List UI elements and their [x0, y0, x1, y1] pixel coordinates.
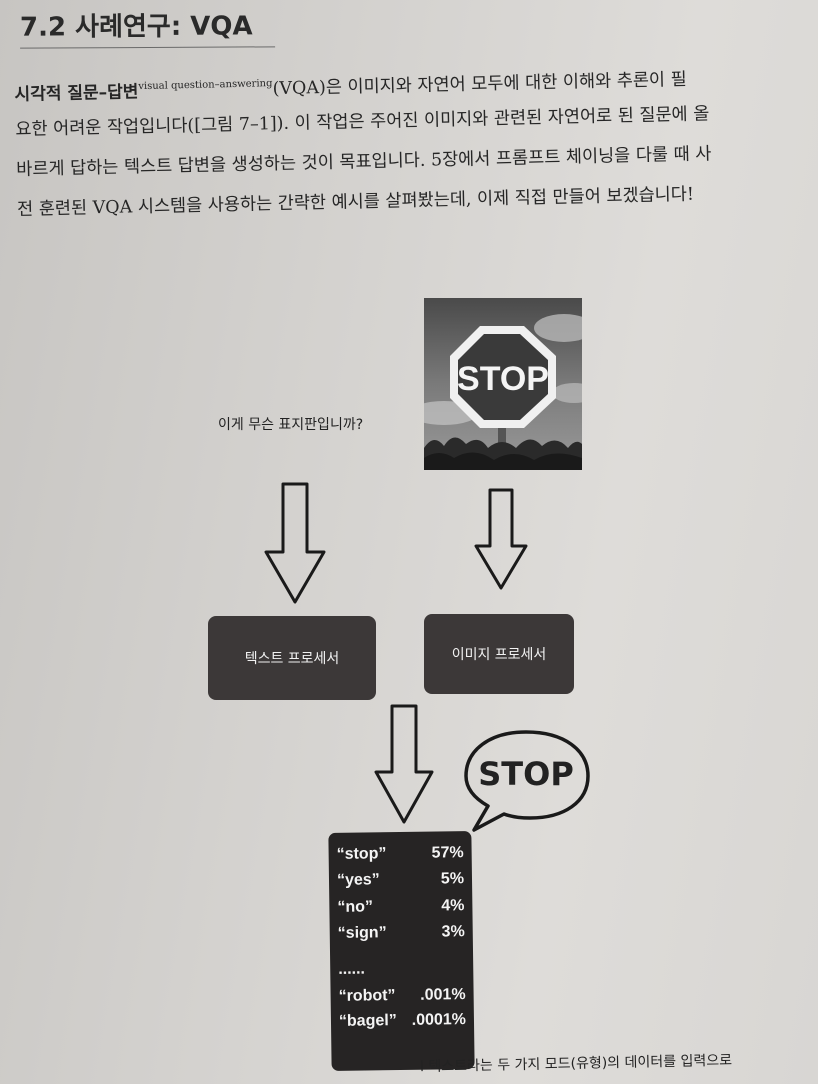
question-text: 이게 무슨 표지판입니까? — [218, 417, 364, 433]
result-value: .0001% — [411, 1011, 467, 1029]
result-value: .001% — [420, 986, 466, 1004]
bottom-text-fragment: l 텍스트라는 두 가지 모드(유형)의 데이터를 입력으로 — [419, 1052, 733, 1076]
result-value: 57% — [431, 844, 464, 862]
text-processor-box: 텍스트 프로세서 — [208, 616, 376, 700]
image-processor-box: 이미지 프로세서 — [424, 614, 574, 694]
result-row: “no” 4% — [337, 897, 464, 919]
result-label: “sign” — [337, 924, 387, 942]
section-title: 7.2 사례연구: VQA — [19, 5, 276, 49]
speech-bubble-text: STOP — [478, 755, 574, 793]
result-value: 3% — [441, 923, 465, 941]
result-ellipsis: ...... — [338, 960, 366, 978]
result-label: “yes” — [336, 871, 380, 889]
line1-rest: (VQA)은 이미지와 자연어 모두에 대한 이해와 추론이 필 — [272, 69, 687, 100]
stop-sign-photo: STOP — [424, 298, 582, 470]
result-row: “bagel” .0001% — [339, 1011, 466, 1033]
results-panel: “stop” 57% “yes” 5% “no” 4% “sign” 3% ..… — [328, 831, 475, 1071]
result-value: 5% — [440, 870, 465, 888]
result-label: “bagel” — [338, 1012, 397, 1030]
result-row: “yes” 5% — [337, 870, 464, 892]
term-english: visual question–answering — [138, 78, 273, 93]
result-row: “stop” 57% — [337, 844, 464, 866]
body-paragraph: 시각적 질문–답변visual question–answering(VQA)은… — [14, 53, 787, 230]
term-korean: 시각적 질문–답변 — [14, 82, 139, 105]
arrow-down-icon — [374, 704, 434, 824]
result-label: “robot” — [338, 987, 396, 1005]
result-row: “robot” .001% — [339, 986, 466, 1008]
result-row: “sign” 3% — [338, 923, 465, 945]
result-label: “no” — [337, 898, 374, 916]
speech-bubble-icon — [464, 730, 590, 832]
result-value: 4% — [441, 897, 465, 915]
arrow-down-icon — [264, 482, 326, 604]
arrow-down-icon — [474, 488, 528, 590]
result-label: “stop” — [336, 845, 387, 863]
result-row: ...... — [338, 959, 465, 981]
sign-text: STOP — [457, 360, 549, 398]
